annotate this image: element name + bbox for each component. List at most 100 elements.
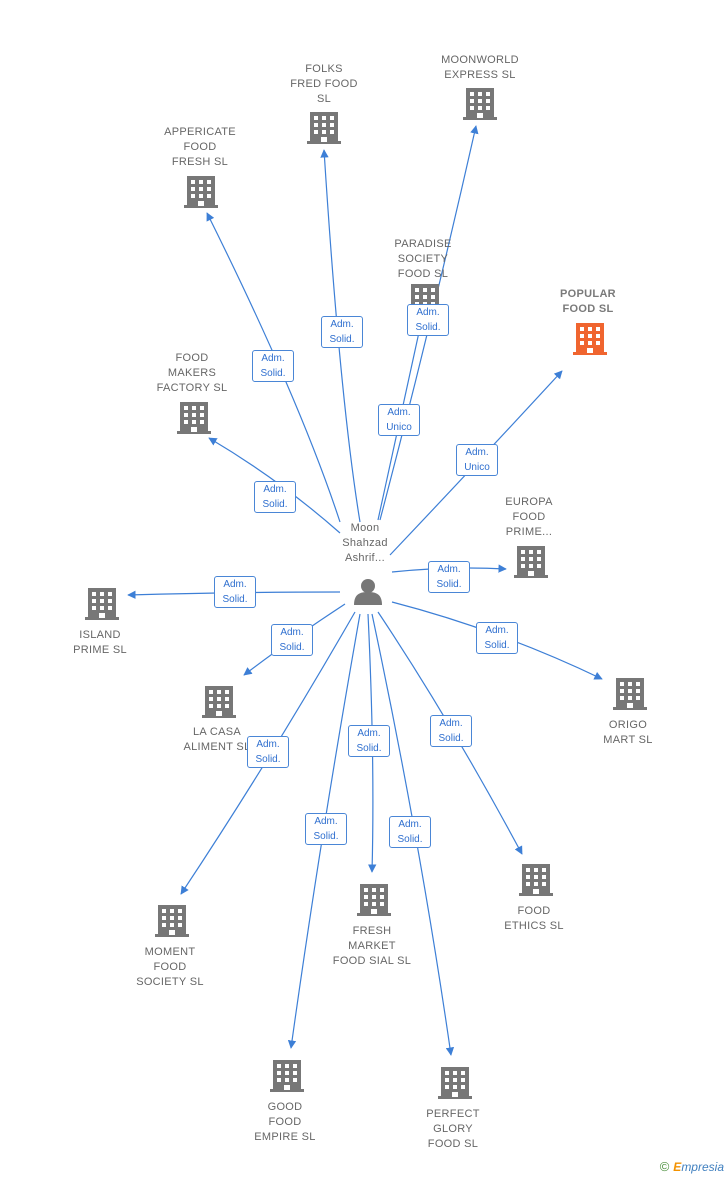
company-label-line: SL (316, 93, 332, 105)
relation-tag[interactable]: Adm.Solid. (430, 715, 472, 747)
company-label-line: FRESH (352, 925, 392, 937)
relation-tag-line: Unico (464, 462, 490, 473)
building-icon[interactable] (357, 884, 391, 916)
company-label-line: FRESH SL (171, 156, 229, 168)
person-node[interactable] (354, 579, 382, 605)
relation-tag[interactable]: Adm.Solid. (214, 576, 256, 608)
building-icon[interactable] (519, 864, 553, 896)
company-label-appericate-food-fresh-sl[interactable]: APPERICATE FOOD FRESH SL (140, 125, 260, 170)
relation-tag[interactable]: Adm. Solid. (407, 304, 449, 336)
building-icon[interactable] (177, 402, 211, 434)
relation-tag-line: Solid. (415, 322, 441, 333)
building-icon[interactable] (155, 905, 189, 937)
company-label-line: FOLKS (305, 63, 343, 75)
company-label-line: FOOD (153, 961, 187, 973)
company-label-line: GOOD (267, 1101, 303, 1113)
relation-tag[interactable]: Adm.Solid. (254, 481, 296, 513)
relation-tag-line: Solid. (397, 834, 423, 845)
company-label-line: EMPIRE SL (254, 1131, 316, 1143)
company-label-line: ISLAND (79, 629, 121, 641)
relation-tag[interactable]: Adm. Solid. (389, 816, 431, 848)
company-label-line: APPERICATE (164, 126, 236, 138)
building-icon[interactable] (184, 176, 218, 208)
building-icon[interactable] (573, 323, 607, 355)
relation-tag-line: Adm. (261, 353, 285, 364)
brand-initial: E (673, 1160, 682, 1174)
building-icon[interactable] (463, 88, 497, 120)
building-icon[interactable] (85, 588, 119, 620)
company-label-line: EUROPA (505, 496, 553, 508)
relation-tag-line: Adm. (330, 319, 354, 330)
company-label-line: MAKERS (167, 367, 217, 379)
company-label-line: POPULAR (560, 288, 616, 300)
relation-tag[interactable]: Adm.Solid. (271, 624, 313, 656)
building-icon[interactable] (514, 546, 548, 578)
company-label-line: EXPRESS SL (444, 69, 516, 81)
relation-tag[interactable]: Adm.Solid. (305, 813, 347, 845)
company-label-line: FRED FOOD (290, 78, 358, 90)
relation-tag-line: Adm. (398, 819, 422, 830)
building-icon[interactable] (307, 112, 341, 144)
relation-tag[interactable]: Adm. Solid. (247, 736, 289, 768)
relation-tag-line: Adm. (437, 564, 461, 575)
person-name-label[interactable]: Moon Shahzad Ashrif... (305, 521, 425, 566)
company-label-line: MARKET (348, 940, 396, 952)
relation-tag-line: Solid. (260, 368, 286, 379)
brand-name: mpresia (681, 1160, 724, 1174)
relation-tag-line: Adm. (416, 307, 440, 318)
relation-tag-line: Adm. (485, 625, 509, 636)
person-icon (354, 579, 382, 605)
company-label-line: MOMENT (144, 946, 196, 958)
relation-tag-line: Unico (386, 422, 412, 433)
company-label-line: SOCIETY SL (136, 976, 204, 988)
relation-tag-line: Solid. (255, 754, 281, 765)
company-label-line: FOOD (517, 905, 551, 917)
company-label-folks-fred-food-sl[interactable]: FOLKS FRED FOOD SL (264, 62, 384, 107)
company-label-moment-food-society-sl[interactable]: MOMENT FOOD SOCIETY SL (110, 945, 230, 990)
relation-tag[interactable]: Adm. Unico (456, 444, 498, 476)
company-label-line: FOOD (183, 141, 217, 153)
relation-tag-line: Solid. (436, 579, 462, 590)
relation-tag-line: Adm. (280, 627, 304, 638)
company-label-line: FOOD (268, 1116, 302, 1128)
company-label-island-prime-sl[interactable]: ISLAND PRIME SL (40, 628, 160, 658)
company-label-line: FOOD (175, 352, 209, 364)
relation-tag[interactable]: Adm. Solid. (476, 622, 518, 654)
relation-tag[interactable]: Adm. Solid. (348, 725, 390, 757)
empresia-credit[interactable]: ©Empresia (660, 1159, 724, 1174)
relation-tag[interactable]: Adm. Solid. (252, 350, 294, 382)
relation-tag-line: Solid. (484, 640, 510, 651)
company-label-line: FOOD SL (427, 1138, 479, 1150)
person-name-line: Moon (350, 522, 380, 534)
building-icon[interactable] (438, 1067, 472, 1099)
building-icon[interactable] (270, 1060, 304, 1092)
relation-tag-line: Adm. (387, 407, 411, 418)
relation-tag-line: Adm. (465, 447, 489, 458)
edge-appericate-food-fresh-sl (206, 212, 341, 523)
company-label-good-food-empire-sl[interactable]: GOOD FOOD EMPIRE SL (225, 1100, 345, 1145)
edge-folks-fred-food-sl (320, 149, 361, 523)
building-icon[interactable] (202, 686, 236, 718)
relation-tag-line: Adm. (256, 739, 280, 750)
building-icon[interactable] (613, 678, 647, 710)
relation-tag[interactable]: Adm.Solid. (321, 316, 363, 348)
relation-tag[interactable]: Adm. Unico (378, 404, 420, 436)
relation-tag-line: Solid. (262, 499, 288, 510)
relation-tag-line: Adm. (223, 579, 247, 590)
company-label-line: MART SL (603, 734, 653, 746)
relation-tag-line: Solid. (356, 743, 382, 754)
relation-tag-line: Adm. (439, 718, 463, 729)
relation-tag-line: Adm. (357, 728, 381, 739)
relation-tag[interactable]: Adm. Solid. (428, 561, 470, 593)
company-label-line: PRIME SL (73, 644, 127, 656)
